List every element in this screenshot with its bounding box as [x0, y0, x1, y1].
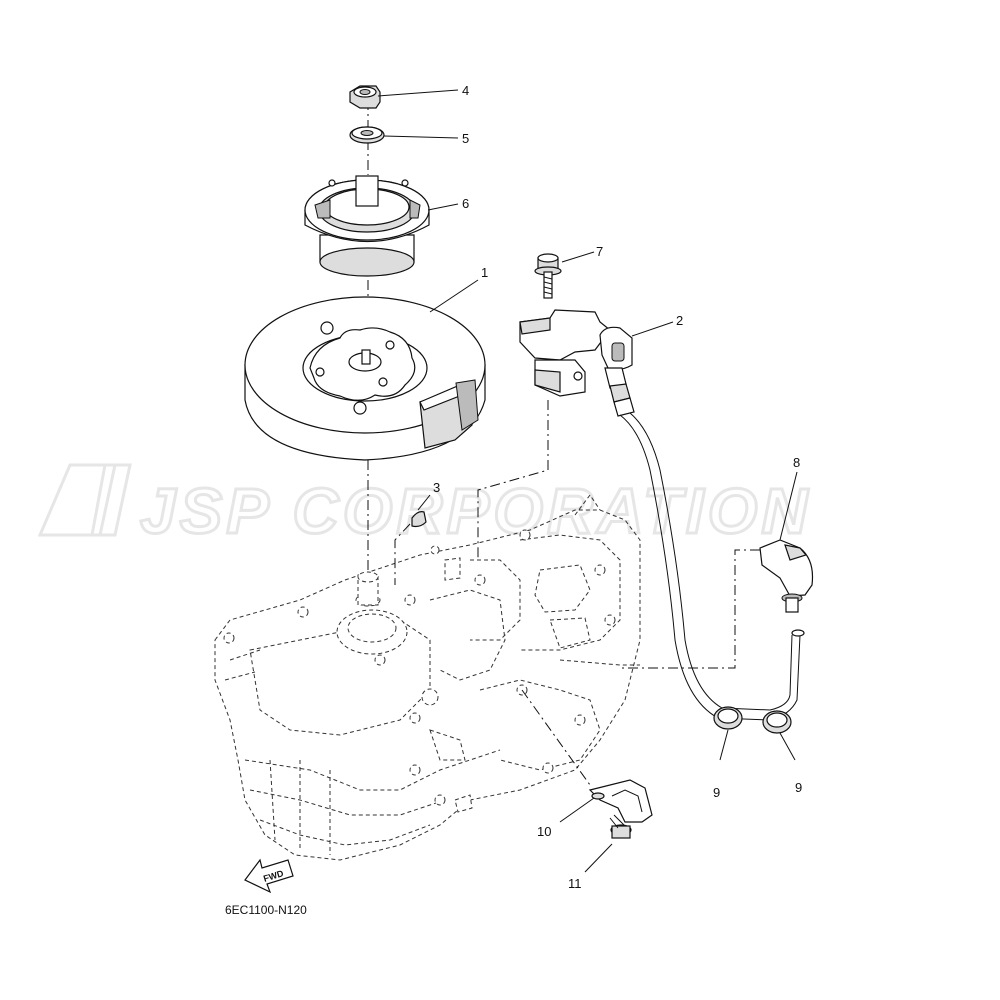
watermark-text: JSP CORPORATION	[140, 475, 812, 547]
callout-10: 10	[537, 824, 551, 839]
fwd-arrow-icon	[244, 858, 294, 894]
part-7-bolt	[534, 253, 562, 299]
engine-block	[214, 494, 641, 861]
part-11-screw	[609, 814, 632, 839]
callout-8: 8	[793, 455, 800, 470]
callout-9-left: 9	[713, 785, 720, 800]
callout-numbers: 4 5 6 1 3 7 2 8 9 9 10 11	[433, 83, 802, 891]
fwd-indicator: FWD	[244, 858, 294, 894]
callout-5: 5	[462, 131, 469, 146]
part-5-washer	[349, 126, 385, 144]
part-4-nut	[349, 85, 381, 109]
leader-lines	[377, 89, 798, 873]
callout-4: 4	[462, 83, 469, 98]
watermark-logo-icon	[37, 463, 132, 537]
part-2-ignition-coil	[519, 309, 635, 417]
watermark: JSP CORPORATION	[37, 463, 812, 549]
callout-3: 3	[433, 480, 440, 495]
part-9-grommet-right	[762, 710, 792, 734]
part-10-clamp	[588, 779, 653, 823]
callout-6: 6	[462, 196, 469, 211]
part-9-grommet-left	[713, 706, 743, 730]
callout-7: 7	[596, 244, 603, 259]
part-1-flywheel	[244, 296, 486, 461]
part-6-pulley	[304, 175, 430, 277]
part-8-plug-cap	[759, 539, 814, 637]
drawing-code: 6EC1100-N120	[225, 903, 307, 917]
callout-2: 2	[676, 313, 683, 328]
callout-9-right: 9	[795, 780, 802, 795]
callout-1: 1	[481, 265, 488, 280]
part-3-key	[411, 511, 427, 528]
callout-11: 11	[568, 876, 582, 891]
